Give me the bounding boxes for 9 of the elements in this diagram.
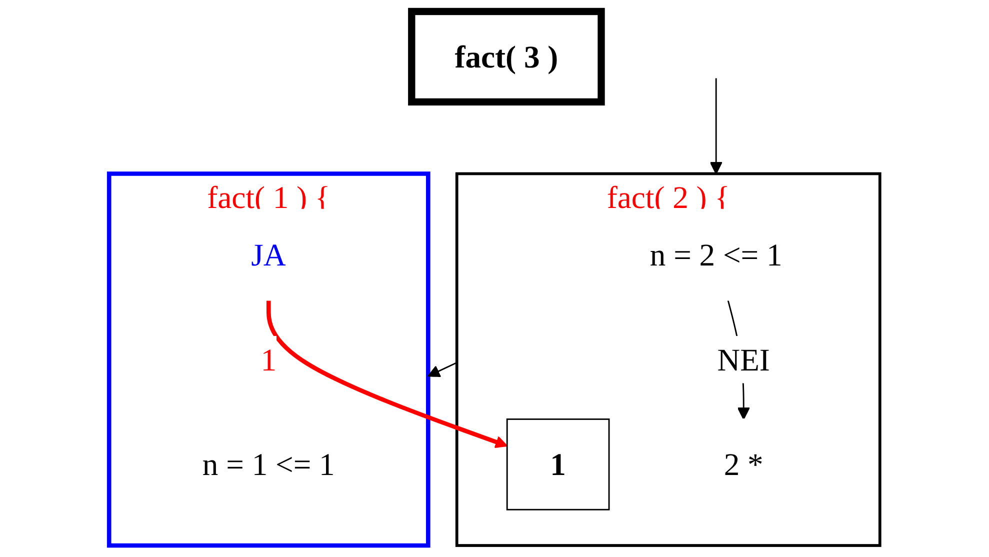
node-text: 2 * <box>724 446 764 482</box>
arrow <box>428 362 458 377</box>
edge-label: 1 <box>260 342 277 378</box>
arrow <box>266 300 508 448</box>
edge-label: NEI <box>717 342 770 378</box>
node-box: fact( 3 ) <box>408 8 605 106</box>
node-box: 1 <box>506 418 610 510</box>
arrow <box>710 78 722 174</box>
node-text: n = 1 <= 1 <box>202 446 335 482</box>
